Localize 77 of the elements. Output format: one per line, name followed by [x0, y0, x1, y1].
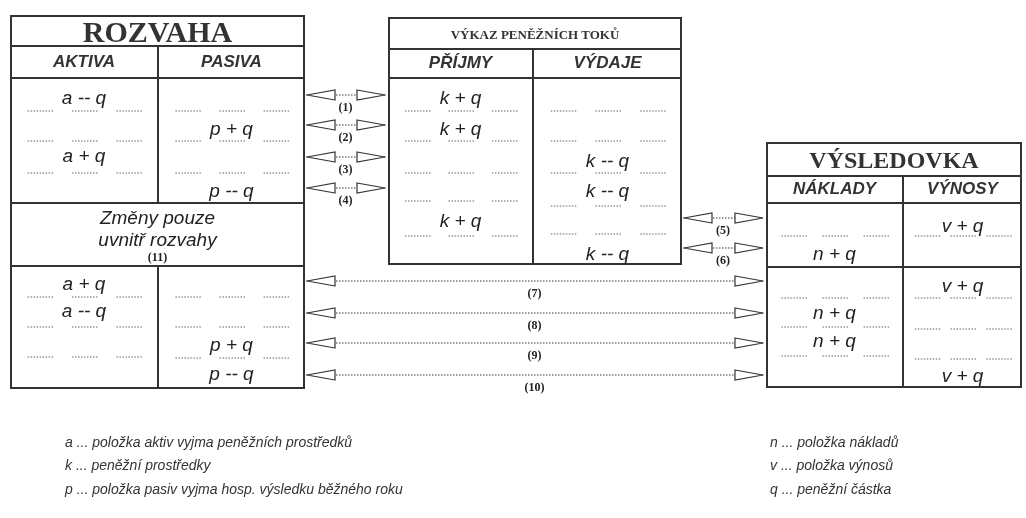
column-header-cell: [533, 48, 682, 78]
edge-label: (5): [715, 224, 731, 237]
edge-label: (7): [526, 287, 543, 300]
symbol-definition: q ... peněžní částka: [770, 481, 892, 497]
symbol-definition: v ... položka výnosů: [770, 457, 893, 473]
entry-formula: a -- q: [61, 300, 107, 322]
entry-cell: [903, 267, 1022, 388]
entry-formula: n + q: [813, 302, 856, 324]
column-header-cell: [388, 48, 533, 78]
entry-formula: k + q: [439, 118, 482, 140]
column-header-cell: [158, 45, 305, 78]
column-heading: NÁKLADY: [792, 179, 877, 199]
edge-label: (1): [337, 101, 354, 114]
entry-cell: [158, 78, 305, 203]
entry-formula: v + q: [941, 365, 984, 387]
double-arrow: [682, 242, 765, 254]
table-title: VÝSLEDOVKA: [809, 147, 979, 173]
double-arrow: [305, 151, 387, 163]
entry-cell: [903, 203, 1022, 267]
entry-formula: v + q: [941, 215, 984, 237]
double-arrow: [305, 182, 387, 194]
column-header-cell: [766, 175, 903, 203]
edge-label: (9): [526, 349, 543, 362]
statement-table: [766, 142, 1022, 388]
entry-cell: [158, 266, 305, 389]
entry-formula: a + q: [62, 273, 106, 295]
double-arrow: [305, 307, 765, 319]
double-arrow: [305, 369, 765, 381]
entry-formula: p + q: [210, 118, 253, 140]
column-heading: VÝDAJE: [573, 53, 642, 73]
edge-label: (2): [337, 131, 354, 144]
column-header-cell: [10, 45, 158, 78]
edge-label: (10): [523, 381, 546, 394]
entry-formula: k -- q: [585, 180, 630, 202]
entry-formula: a + q: [62, 145, 106, 167]
edge-label: (3): [337, 163, 354, 176]
column-header-cell: [903, 175, 1022, 203]
entry-formula: p -- q: [209, 180, 254, 202]
symbol-definition: a ... položka aktiv vyjma peněžních prostředků: [65, 434, 353, 450]
edge-label: (6): [715, 254, 731, 267]
entry-cell: [388, 78, 533, 265]
column-heading: VÝNOSY: [927, 179, 998, 199]
double-arrow: [305, 119, 387, 131]
entry-formula: p -- q: [209, 363, 254, 385]
symbol-definition: n ... položka nákladů: [770, 434, 899, 450]
symbol-definition: p ... položka pasiv vyjma hosp. výsledku běžného roku: [65, 481, 403, 497]
column-heading: AKTIVA: [53, 51, 115, 72]
double-arrow: [682, 212, 765, 224]
note-cell: [10, 203, 305, 266]
symbol-definition: k ... peněžní prostředky: [65, 457, 211, 473]
entry-formula: n + q: [813, 330, 856, 352]
entry-formula: k + q: [439, 210, 482, 232]
entry-formula: p + q: [210, 334, 253, 356]
entry-formula: k -- q: [585, 243, 630, 265]
column-heading: PŘÍJMY: [428, 53, 493, 73]
double-arrow: [305, 89, 387, 101]
note-text: Změny pouze uvnitř rozvahy: [97, 207, 219, 251]
entry-cell: [766, 203, 903, 267]
edge-label: (8): [526, 319, 543, 332]
entry-formula: n + q: [813, 243, 856, 265]
column-heading: PASIVA: [201, 51, 262, 72]
statement-table: [10, 15, 305, 389]
double-arrow: [305, 337, 765, 349]
table-title: VÝKAZ PENĚŽNÍCH TOKŮ: [450, 27, 620, 42]
entry-formula: k -- q: [585, 150, 630, 172]
entry-formula: a -- q: [61, 87, 107, 109]
double-arrow: [305, 275, 765, 287]
entry-formula: k + q: [439, 87, 482, 109]
entry-cell: [533, 78, 682, 265]
reference-number: (11): [147, 250, 168, 264]
entry-cell: [10, 78, 158, 203]
entry-formula: v + q: [941, 275, 984, 297]
edge-label: (4): [337, 194, 354, 207]
statement-table: [388, 17, 682, 265]
entry-cell: [766, 267, 903, 388]
table-title: ROZVAHA: [82, 15, 233, 48]
entry-cell: [10, 266, 158, 389]
